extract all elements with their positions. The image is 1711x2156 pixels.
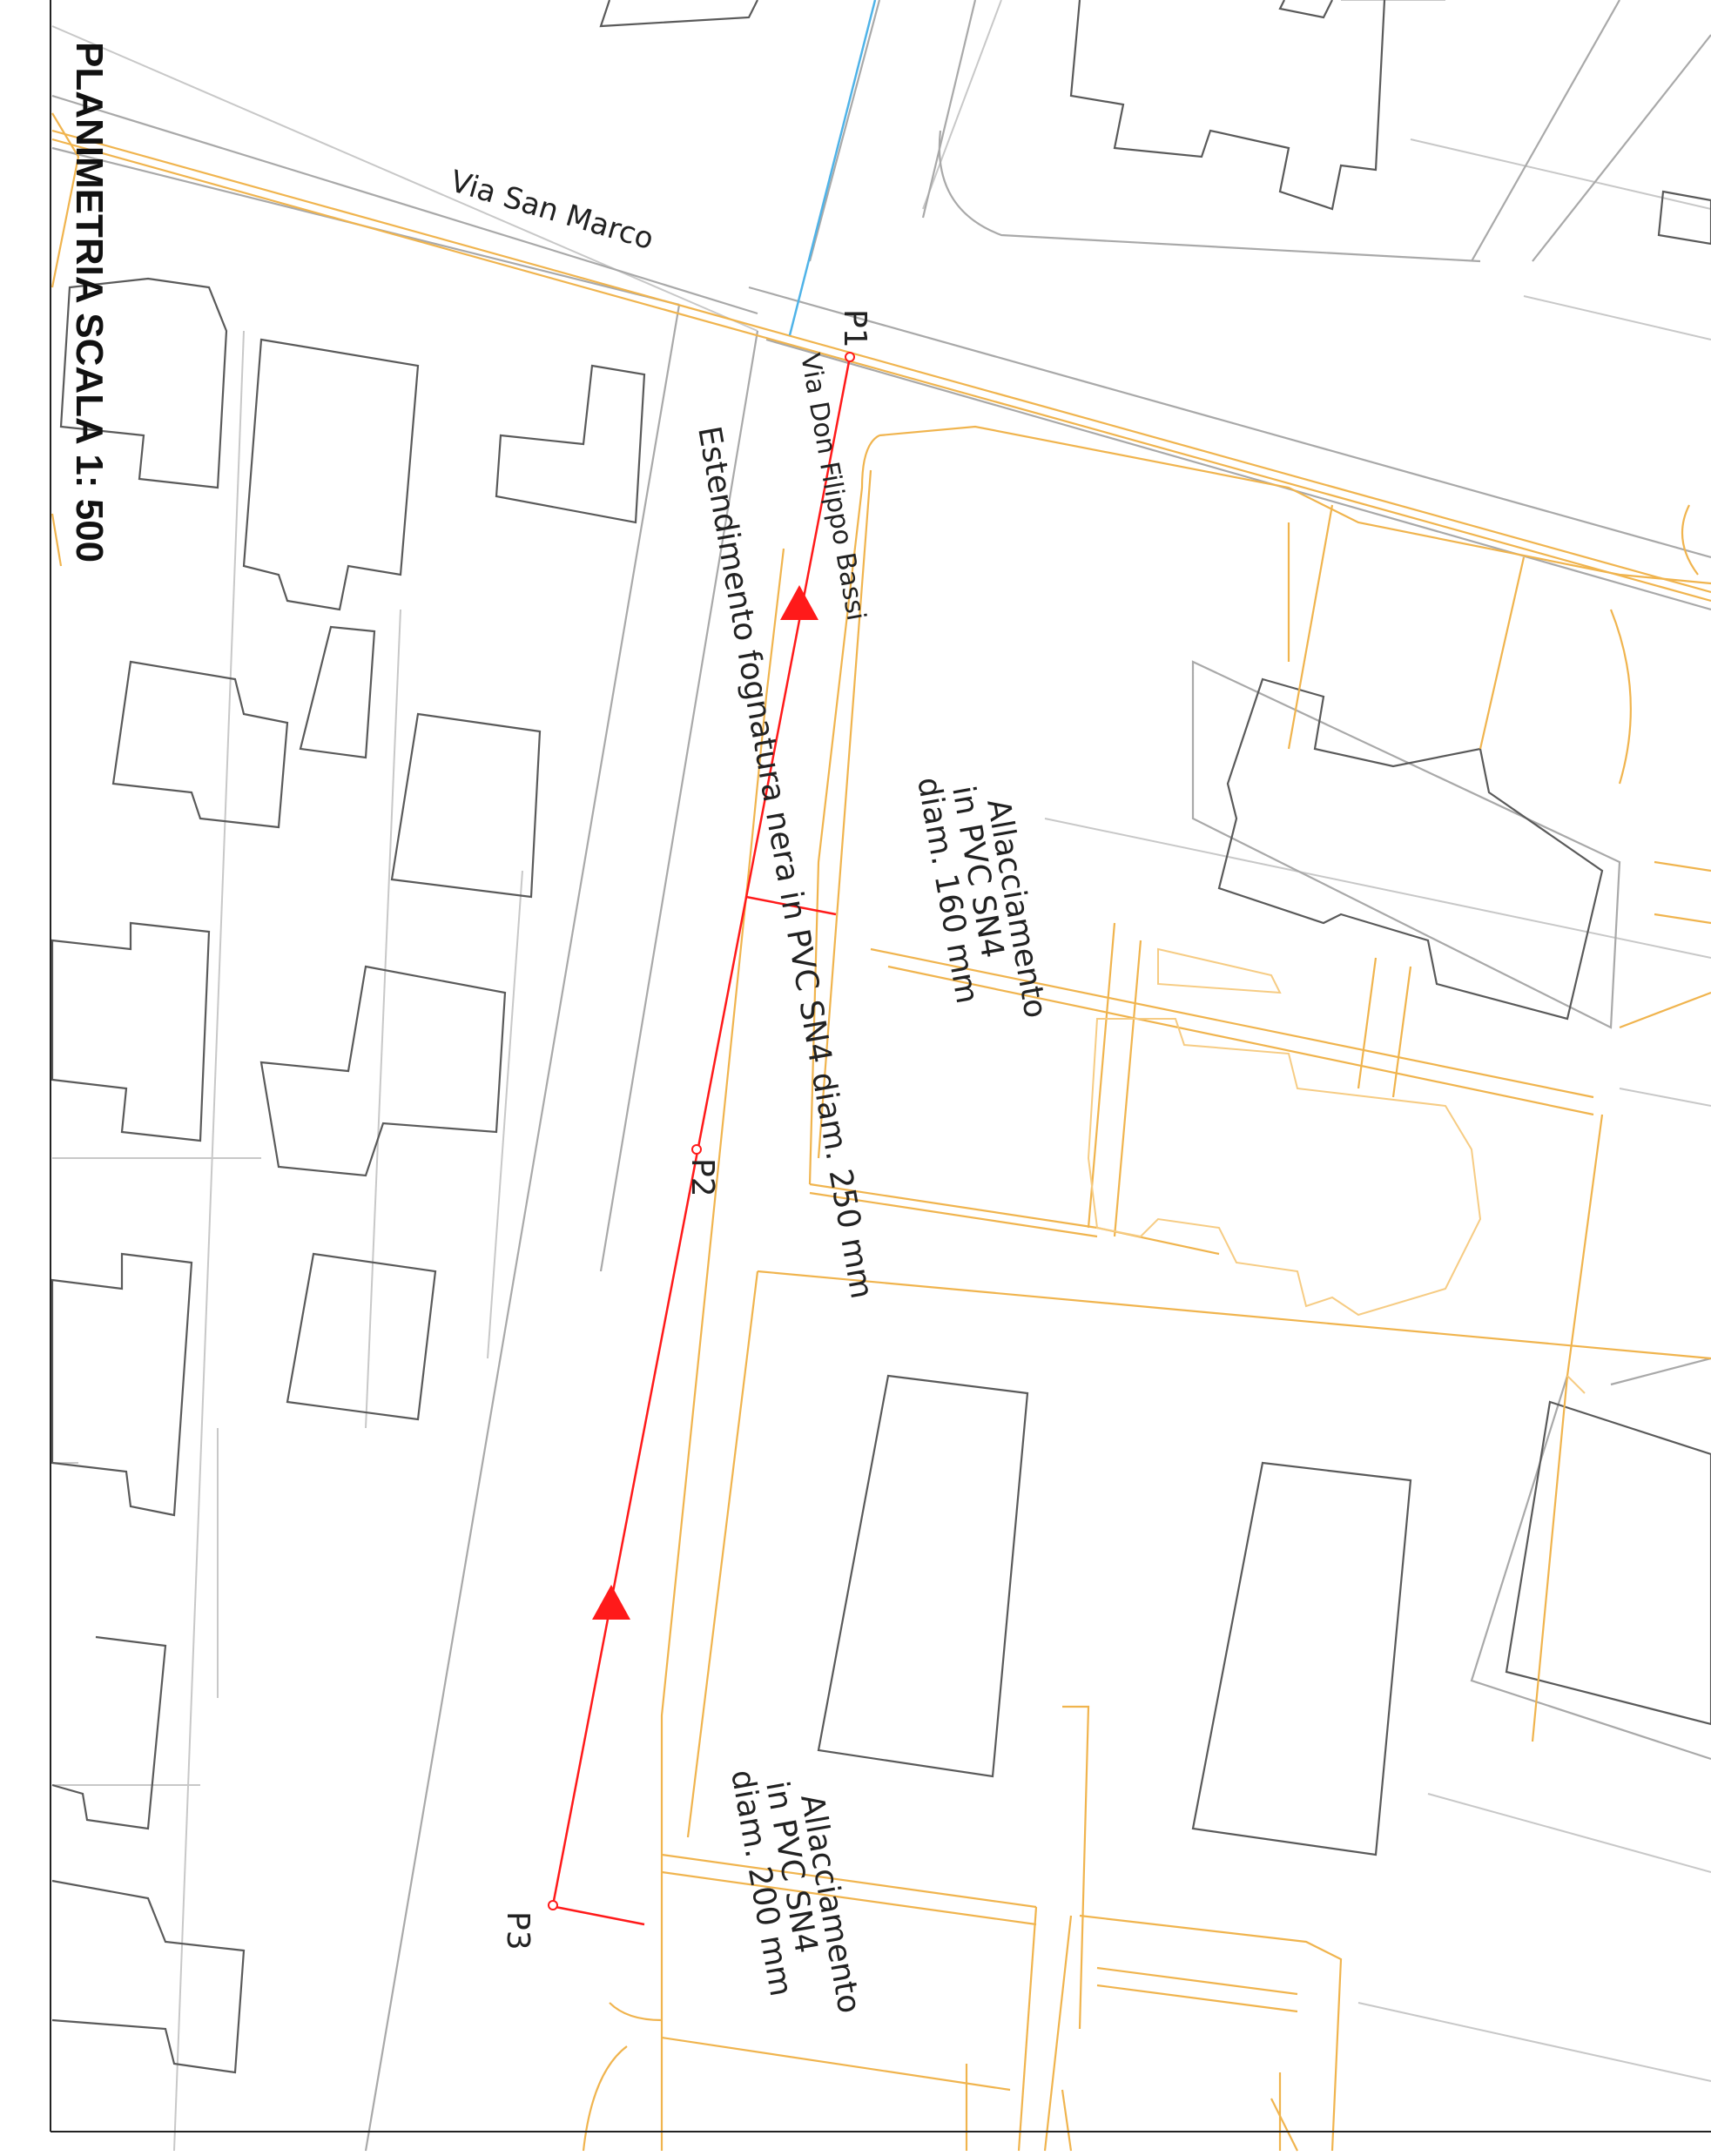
manhole-p3	[548, 1900, 558, 1910]
connection-branch-200	[555, 1905, 645, 1926]
point-label-p1: P1	[837, 309, 872, 348]
flow-arrow-upper	[780, 585, 818, 620]
point-label-p3: P3	[500, 1911, 536, 1951]
connection-label-160: Allacciamento in PVC SN4 diam. 160 mm	[910, 774, 1054, 1021]
connection-branch-160	[745, 895, 837, 916]
utility-lines	[51, 112, 1711, 2152]
sewer-pipe	[548, 352, 855, 1926]
manhole-p2	[691, 1144, 702, 1155]
manhole-p1	[845, 352, 855, 362]
main-sewer-line	[551, 356, 852, 1906]
building-footprints	[51, 0, 1711, 2074]
flow-arrow-lower	[592, 1585, 630, 1620]
lot-lines	[51, 0, 1711, 2152]
drawing-frame	[50, 0, 1711, 2132]
road-edges	[51, 0, 1711, 2152]
point-label-p2: P2	[684, 1158, 720, 1197]
building-outline-utility	[1087, 947, 1586, 1394]
plan-title: PLANIMETRIA SCALA 1: 500	[68, 42, 111, 563]
connection-label-200: Allacciamento in PVC SN4 diam. 200 mm	[724, 1767, 867, 2016]
water-line	[788, 0, 877, 336]
